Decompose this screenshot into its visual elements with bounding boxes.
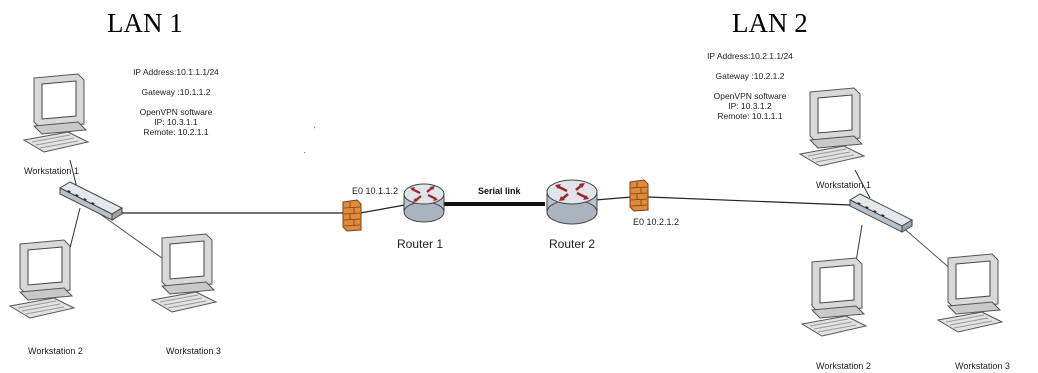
- router-icon: [545, 176, 599, 228]
- lan1-ip-address: IP Address:10.1.1.1/24: [116, 67, 236, 77]
- lan1-workstation-2-label: Workstation 2: [28, 346, 83, 356]
- switch-icon: [56, 180, 126, 222]
- serial-link-label: Serial link: [478, 186, 521, 196]
- computer-icon: [8, 238, 80, 330]
- link-r2-fw2: [595, 197, 632, 200]
- computer-icon: [22, 72, 94, 164]
- lan2-vpn-ip: IP: 10.3.1.2: [690, 101, 810, 111]
- lan2-workstation-3-label: Workstation 3: [955, 361, 1010, 371]
- link-fw2-sw2: [648, 197, 850, 205]
- lan2-interface-label: E0 10.2.1.2: [633, 217, 679, 227]
- link-fw1-r1: [360, 205, 405, 213]
- lan2-ip-address: IP Address:10.2.1.1/24: [690, 51, 810, 61]
- computer-icon: [798, 86, 870, 178]
- lan1-workstation-3-label: Workstation 3: [166, 346, 221, 356]
- lan2-gateway: Gateway :10.2.1.2: [690, 71, 810, 81]
- router-1-label: Router 1: [397, 237, 443, 251]
- lan1-config-info: IP Address:10.1.1.1/24 Gateway :10.1.1.2…: [116, 67, 236, 137]
- lan2-title: LAN 2: [732, 8, 808, 39]
- lan1-openvpn: OpenVPN software: [116, 107, 236, 117]
- computer-icon: [936, 252, 1008, 344]
- computer-icon: [800, 256, 872, 348]
- lan1-workstation-1-label: Workstation 1: [24, 166, 79, 176]
- lan2-workstation-2-label: Workstation 2: [816, 361, 871, 371]
- router-icon: [402, 180, 446, 226]
- lan2-openvpn: OpenVPN software: [690, 91, 810, 101]
- lan1-interface-label: E0 10.1.1.2: [352, 186, 398, 196]
- lan2-vpn-remote: Remote: 10.1.1.1: [690, 111, 810, 121]
- firewall-icon: [628, 178, 650, 212]
- router-2-label: Router 2: [549, 237, 595, 251]
- lan1-gateway: Gateway :10.1.1.2: [116, 87, 236, 97]
- lan1-vpn-ip: IP: 10.3.1.1: [116, 117, 236, 127]
- firewall-icon: [341, 198, 363, 232]
- lan2-config-info: IP Address:10.2.1.1/24 Gateway :10.2.1.2…: [690, 51, 810, 121]
- computer-icon: [150, 232, 222, 324]
- lan2-workstation-1-label: Workstation 1: [816, 180, 871, 190]
- lan1-title: LAN 1: [107, 8, 183, 39]
- lan1-vpn-remote: Remote: 10.2.1.1: [116, 127, 236, 137]
- switch-icon: [846, 192, 916, 234]
